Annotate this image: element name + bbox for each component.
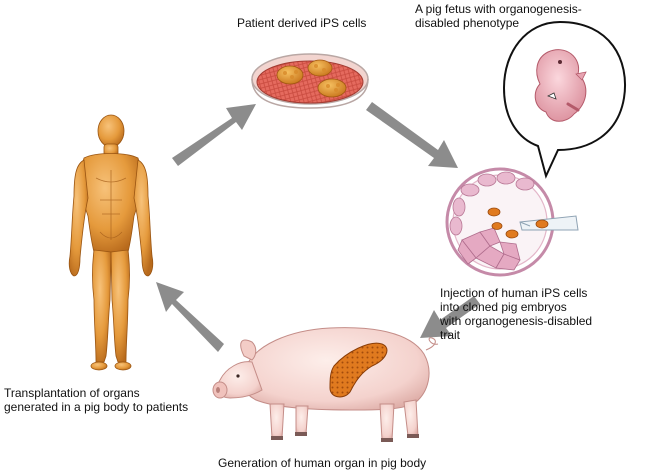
human-figure-contours xyxy=(95,170,127,240)
label-ips-cells: Patient derived iPS cells xyxy=(237,16,367,30)
embryo-injection xyxy=(445,167,579,277)
petri-dish-ips-cells xyxy=(251,53,369,109)
arrow-embryo-to-pig xyxy=(420,296,480,338)
label-generation: Generation of human organ in pig body xyxy=(218,456,427,470)
label-transplantation: Transplantation of organs generated in a… xyxy=(4,386,189,414)
pig-illustration xyxy=(212,327,439,442)
pig-fetus-illustration xyxy=(534,49,587,122)
label-injection: Injection of human iPS cells into cloned… xyxy=(440,286,593,342)
human-patient-figure xyxy=(68,114,154,371)
arrow-human-to-dish xyxy=(172,104,256,166)
human-organ-in-pig xyxy=(329,342,388,398)
arrow-pig-to-human xyxy=(156,282,224,352)
arrow-dish-to-embryo xyxy=(366,102,458,168)
label-pig-fetus: A pig fetus with organogenesis- disabled… xyxy=(415,2,582,30)
